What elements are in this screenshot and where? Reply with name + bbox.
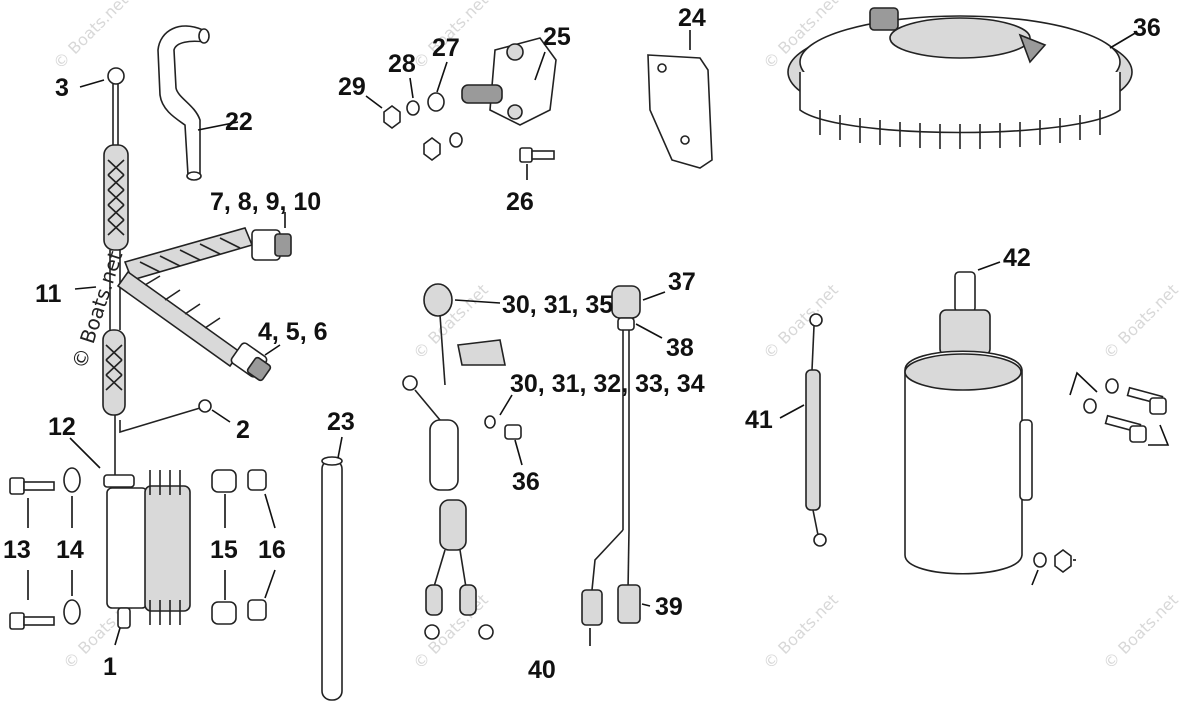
watermark: © Boats.net (759, 590, 841, 672)
callout-17: 22 (225, 108, 253, 136)
parts-25-27 (402, 283, 522, 640)
callout-19: 24 (678, 4, 706, 32)
callout-26: 30, 31, 32, 33, 34 (510, 370, 705, 398)
callout-11: 11 (35, 280, 62, 308)
callout-4-5-6: 4, 5, 6 (258, 318, 328, 346)
callout-27: 36 (512, 468, 540, 496)
callout-25: 30, 31, 35 (502, 291, 613, 319)
callout-16: 16 (258, 536, 286, 564)
callout-36: 41 (745, 406, 773, 434)
leader-lines (27, 30, 1170, 646)
parts-20-24-sensor (383, 37, 557, 163)
callout-14: 14 (56, 536, 84, 564)
callout-30-31-35: 39 (655, 593, 683, 621)
watermark: © Boats.net (1099, 280, 1181, 362)
callout-28: 37 (668, 268, 696, 296)
part-harness-left (102, 67, 292, 629)
watermark: © Boats.net (759, 280, 841, 362)
part-18-tube (321, 456, 343, 701)
parts-39-42-hardware (1033, 378, 1167, 573)
watermark: © Boats.net (49, 0, 131, 73)
callout-1: 1 (103, 653, 117, 681)
part-38-starter (904, 271, 1033, 575)
callout-21: 26 (506, 188, 534, 216)
callout-13: 13 (3, 536, 31, 564)
callout-2: 2 (236, 416, 250, 444)
callout-38: 42 (1003, 244, 1031, 272)
callout-23: 28 (388, 50, 416, 78)
part-17-hose (157, 25, 210, 181)
callout-30-34: 40 (528, 656, 556, 684)
callout-22: 27 (432, 34, 460, 62)
callout-7-8-9-10: 7, 8, 9, 10 (210, 188, 321, 216)
callout-18: 23 (327, 408, 355, 436)
part-36-cable (805, 313, 827, 547)
callout-20: 25 (543, 23, 571, 51)
parts-28-35 (581, 285, 641, 626)
callout-3: 3 (55, 74, 69, 102)
callout-15: 15 (210, 536, 238, 564)
part-19-bracket (647, 54, 713, 169)
watermark: © Boats.net (1099, 590, 1181, 672)
part-37-flywheel (787, 7, 1133, 149)
callout-37: 36 (1133, 14, 1161, 42)
callout-labels: 3 22 7, 8, 9, 10 11 4, 5, 6 12 2 13 14 1… (3, 4, 1161, 684)
parts-13-16-hardware (9, 467, 267, 630)
callout-24: 29 (338, 73, 366, 101)
callout-29: 38 (666, 334, 694, 362)
callout-12: 12 (48, 413, 76, 441)
